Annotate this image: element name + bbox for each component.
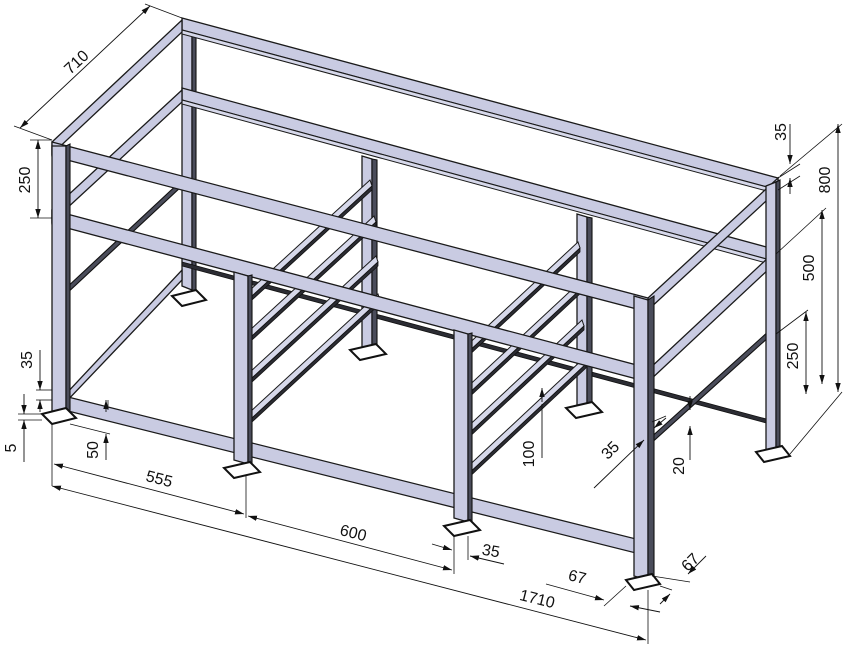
dim-100: 100 xyxy=(521,441,538,468)
dim-50: 50 xyxy=(85,441,102,459)
dim-35-front: 35 xyxy=(481,542,502,562)
dim-67-y: 67 xyxy=(679,550,704,575)
dim-20: 20 xyxy=(671,457,688,475)
dim-555: 555 xyxy=(144,468,174,491)
dim-500: 500 xyxy=(801,255,818,282)
dim-35-top-right: 35 xyxy=(773,123,790,141)
dimension-annotations: 710 250 35 5 50 555 600 xyxy=(3,3,843,644)
dim-35-left: 35 xyxy=(19,351,36,369)
dim-250-left: 250 xyxy=(17,167,34,194)
dim-710: 710 xyxy=(61,47,92,78)
dim-250-right: 250 xyxy=(785,343,802,370)
dim-600: 600 xyxy=(338,522,368,545)
dim-67-x: 67 xyxy=(566,567,587,588)
dim-5: 5 xyxy=(3,443,20,452)
dim-35-side: 35 xyxy=(599,438,624,463)
dim-800: 800 xyxy=(817,167,834,194)
